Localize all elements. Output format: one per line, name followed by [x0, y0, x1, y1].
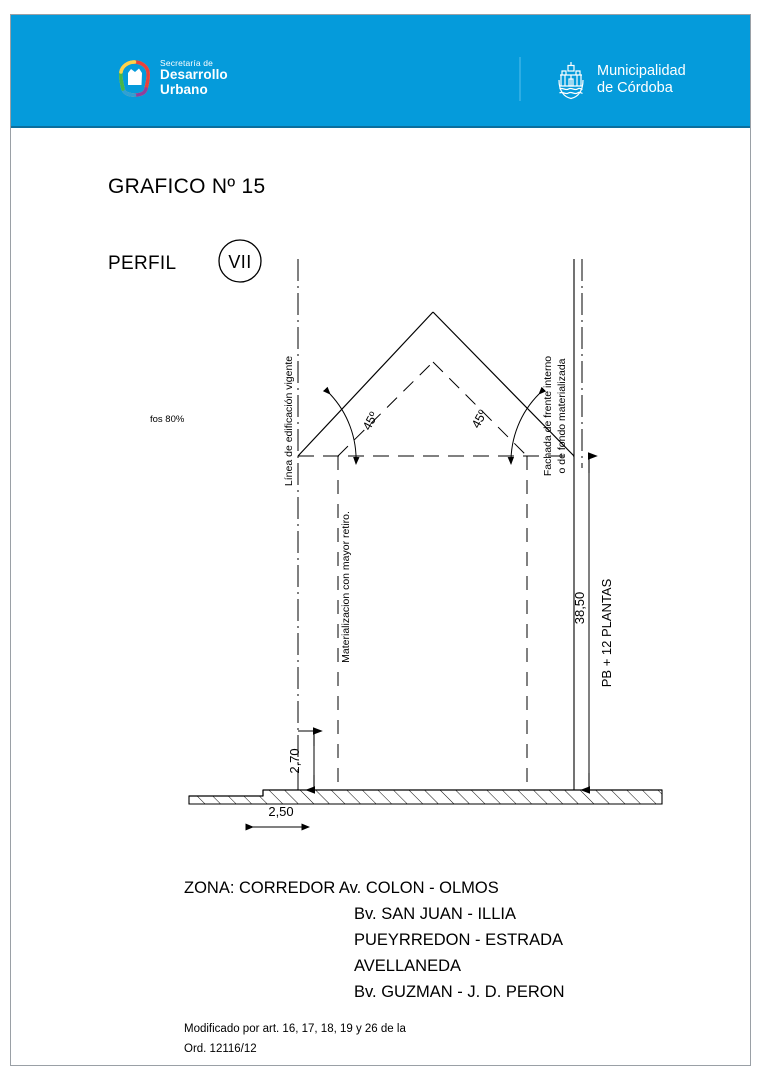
zone-line-2: PUEYRREDON - ESTRADA — [354, 931, 563, 949]
zone-line-4: Bv. GUZMAN - J. D. PERON — [354, 983, 565, 1001]
desarrollo-urbano-logo-icon — [119, 59, 150, 97]
page-header: Secretaría de Desarrollo Urbano — [11, 15, 750, 128]
note-line-1: Modificado por art. 16, 17, 18, 19 y 26 … — [184, 1023, 406, 1035]
label-fachada-line1: Fachada de frente interno — [542, 356, 554, 476]
drawing-sheet: GRAFICO Nº 15 PERFIL VII fos 80% Línea d… — [11, 128, 750, 1067]
header-divider — [519, 57, 521, 101]
municipalidad-cordoba-crest-icon — [558, 62, 584, 100]
dim-base-height: 2,70 — [287, 748, 302, 773]
profile-diagram: GRAFICO Nº 15 PERFIL VII fos 80% Línea d… — [108, 175, 663, 1055]
label-linea-edificacion: Línea de edificación vigente — [283, 356, 295, 486]
roof-left-45 — [297, 311, 434, 457]
ground-hatch — [189, 790, 662, 804]
brand-left-line2: Desarrollo — [160, 67, 228, 83]
angle-arc-left — [322, 386, 360, 465]
dim-base-width: 2,50 — [268, 804, 293, 819]
zone-line-1: Bv. SAN JUAN - ILLIA — [354, 905, 516, 923]
label-materializacion: Materializacion con mayor retiro. — [340, 511, 352, 663]
angle-label-right: 45º — [469, 407, 490, 430]
angle-label-left: 45º — [360, 409, 381, 432]
floors-label: PB + 12 PLANTAS — [599, 578, 614, 687]
logo-desarrollo-urbano: Secretaría de Desarrollo Urbano — [118, 58, 228, 97]
dim-total-height: 38,50 — [572, 592, 587, 625]
document-page: Secretaría de Desarrollo Urbano — [10, 14, 751, 1066]
inner-roof-left — [337, 361, 434, 457]
brand-left-line3: Urbano — [160, 81, 208, 97]
note-line-2: Ord. 12116/12 — [184, 1043, 257, 1055]
label-fachada-line2: o de fondo materializada — [556, 358, 568, 473]
logo-municipalidad: Municipalidad de Córdoba — [556, 60, 686, 100]
brand-right-line2: de Córdoba — [597, 80, 673, 96]
brand-right-line1: Municipalidad — [597, 63, 686, 80]
zone-line-3: AVELLANEDA — [354, 957, 461, 975]
page-title: GRAFICO Nº 15 — [108, 175, 265, 198]
roof-right-45 — [432, 311, 575, 457]
profile-number-circle — [218, 239, 262, 283]
profile-number: VII — [228, 252, 251, 272]
zone-line-0: ZONA: CORREDOR Av. COLON - OLMOS — [184, 879, 499, 897]
angle-arc-right — [507, 386, 547, 465]
profile-label: PERFIL — [108, 253, 176, 274]
fos-label: fos 80% — [150, 414, 185, 425]
brand-left-line1: Secretaría de — [160, 58, 213, 68]
